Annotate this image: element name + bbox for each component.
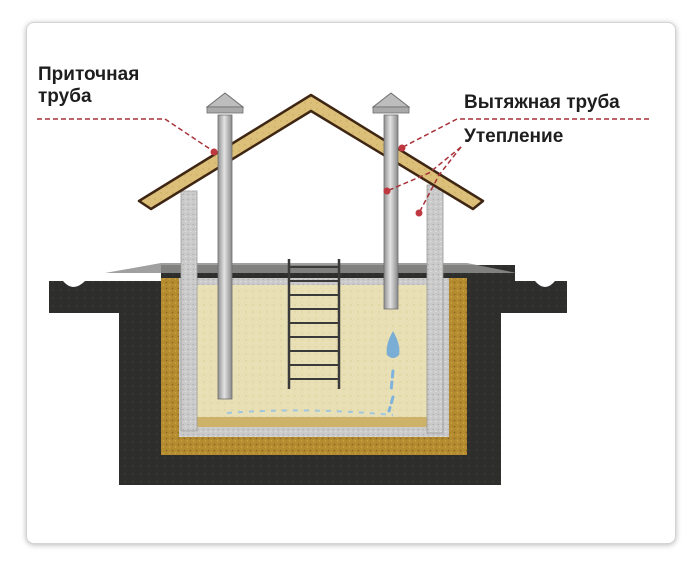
label-supply-pipe-line2: труба — [38, 86, 92, 107]
leader-insulation-2 — [418, 146, 462, 214]
superstructure-wall-right — [426, 184, 444, 434]
floor-moisture — [226, 409, 394, 416]
ground-notch-left — [63, 281, 85, 287]
leader-insulation — [386, 146, 462, 192]
ground-notch-right — [535, 281, 555, 287]
cellar-floor — [193, 417, 433, 427]
water-drop-icon — [386, 331, 400, 358]
leader-lines — [37, 118, 649, 214]
label-supply-pipe: Приточная труба — [38, 64, 139, 108]
supply-pipe — [205, 92, 245, 400]
leader-exhaust — [402, 118, 649, 148]
superstructure-wall-left — [180, 190, 198, 432]
label-supply-pipe-line1: Приточная — [38, 64, 140, 85]
exhaust-pipe — [371, 92, 411, 310]
leader-dots — [210, 144, 423, 217]
air-flow-dashes — [387, 369, 395, 413]
label-insulation: Утепление — [464, 126, 564, 147]
leader-supply — [37, 118, 214, 152]
diagram-frame: Приточная труба Вытяжная труба Утепление — [26, 22, 676, 544]
roof — [137, 93, 485, 211]
cellar-diagram — [37, 92, 649, 485]
ladder — [287, 259, 341, 389]
label-exhaust-pipe: Вытяжная труба — [464, 92, 620, 113]
